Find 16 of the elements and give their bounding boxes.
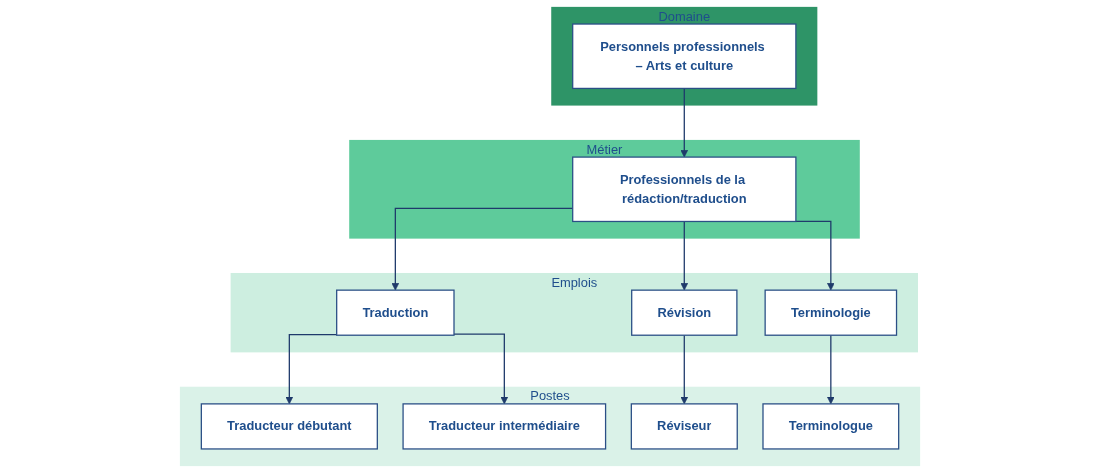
arrow: [453, 333, 509, 405]
arrow: [681, 87, 689, 158]
node-box: Professionnels de la rédaction/traduction: [572, 156, 797, 223]
arrow: [681, 220, 689, 291]
node-box: Révision: [631, 289, 738, 336]
node-box: Personnels professionnels – Arts et culture: [572, 23, 797, 90]
arrow: [286, 334, 338, 405]
node-box: Traducteur débutant: [201, 403, 379, 450]
node-box: Réviseur: [631, 403, 739, 450]
arrow: [392, 207, 574, 291]
node-box: Terminologue: [762, 403, 900, 450]
node-box: Traduction: [336, 289, 456, 336]
node-box: Terminologie: [764, 289, 898, 336]
arrow: [681, 334, 689, 405]
node-box: Traducteur intermédiaire: [402, 403, 607, 450]
arrow: [827, 334, 836, 405]
